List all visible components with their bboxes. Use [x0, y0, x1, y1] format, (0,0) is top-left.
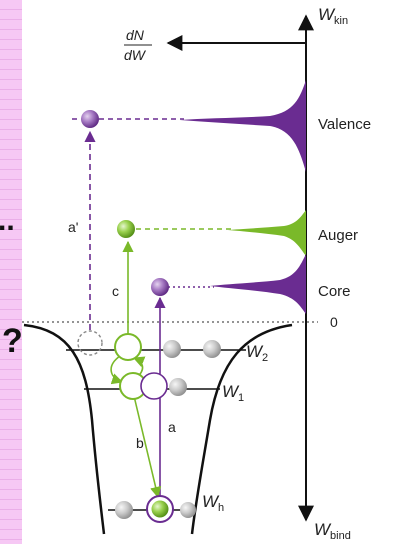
- electron-wh-2: [180, 502, 196, 518]
- level-w1-label: W1: [222, 382, 244, 404]
- electron-wh-1: [115, 501, 133, 519]
- vacancy-w1-purple: [140, 372, 168, 400]
- level-wh-label: Wh: [202, 492, 224, 514]
- electron-w1-1: [169, 378, 187, 396]
- auger-electron: [117, 220, 135, 238]
- density-numerator: dN: [126, 27, 145, 43]
- edge-dots: ..: [0, 204, 15, 237]
- valence-peak: [180, 80, 306, 172]
- auger-peak: [228, 210, 306, 256]
- auger-label: Auger: [318, 227, 358, 244]
- transition-b-label: b: [136, 435, 144, 451]
- level-w2-label: W2: [246, 342, 268, 364]
- transition-a-label: a: [168, 419, 176, 435]
- edge-question: ?: [2, 322, 23, 360]
- transition-c-label: c: [112, 283, 119, 299]
- transition-b-arrow: [133, 395, 162, 499]
- electron-wh-green: [151, 500, 169, 518]
- axis-bottom-label: Wbind: [314, 520, 351, 542]
- zero-label: 0: [330, 314, 338, 330]
- left-edge-strip: [0, 0, 22, 544]
- potential-well-left: [23, 323, 106, 535]
- valence-electron: [81, 110, 99, 128]
- vacancy-w2-dashed: [77, 330, 103, 356]
- valence-label: Valence: [318, 116, 371, 133]
- electron-w2-2: [203, 340, 221, 358]
- core-peak: [210, 254, 306, 314]
- core-label: Core: [318, 283, 351, 300]
- transition-a-prime-label: a': [68, 219, 78, 235]
- vacancy-w2-green: [114, 333, 142, 361]
- green-curve-down: [110, 355, 124, 385]
- electron-w2-1: [163, 340, 181, 358]
- core-electron: [151, 278, 169, 296]
- density-denominator: dW: [124, 47, 147, 63]
- axis-top-label: Wkin: [318, 5, 348, 27]
- potential-well-right: [190, 323, 293, 535]
